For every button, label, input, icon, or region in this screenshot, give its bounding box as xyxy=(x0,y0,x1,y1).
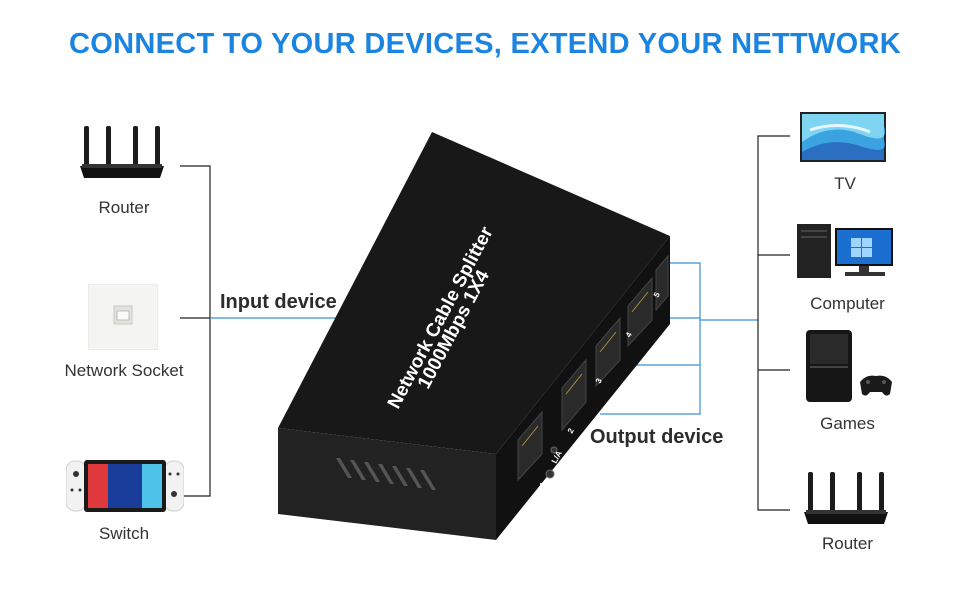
network-splitter-device: Network Cable Splitter 1000Mbps 1X4 PWR … xyxy=(270,128,690,548)
computer-icon xyxy=(797,222,893,278)
output-wire-group xyxy=(600,262,701,415)
led-indicator xyxy=(550,446,558,454)
left-device-label-switch: Switch xyxy=(98,524,150,543)
input-device-label: Input device xyxy=(220,291,337,313)
port-label-4: 4 xyxy=(624,330,634,339)
right-device-label-computer: Computer xyxy=(810,294,885,313)
port-pins xyxy=(521,291,649,447)
right-device-label-router: Router xyxy=(821,534,874,553)
game-console-switch-icon xyxy=(65,460,185,512)
right-device-label-tv: TV xyxy=(834,174,856,193)
port-label-5: 5 xyxy=(652,290,662,299)
network-socket-icon xyxy=(87,283,159,351)
output-device-label: Output device xyxy=(590,426,724,448)
router-icon-right xyxy=(804,472,888,526)
right-bracket-line xyxy=(757,135,790,511)
right-device-label-games: Games xyxy=(820,414,875,433)
port-label-3: 3 xyxy=(594,376,604,385)
vent-slots xyxy=(336,458,436,490)
router-icon xyxy=(80,126,164,180)
tv-icon xyxy=(800,112,886,164)
port-label-2: 2 xyxy=(566,426,576,435)
pwr-jack xyxy=(545,469,555,479)
port-label-1: 1 xyxy=(538,480,548,489)
left-device-label-socket: Network Socket xyxy=(64,361,184,380)
game-console-icon xyxy=(806,330,892,406)
left-device-label-router: Router xyxy=(98,198,150,217)
page-headline: CONNECT TO YOUR DEVICES, EXTEND YOUR NET… xyxy=(68,28,902,60)
left-bracket-line xyxy=(180,165,211,497)
